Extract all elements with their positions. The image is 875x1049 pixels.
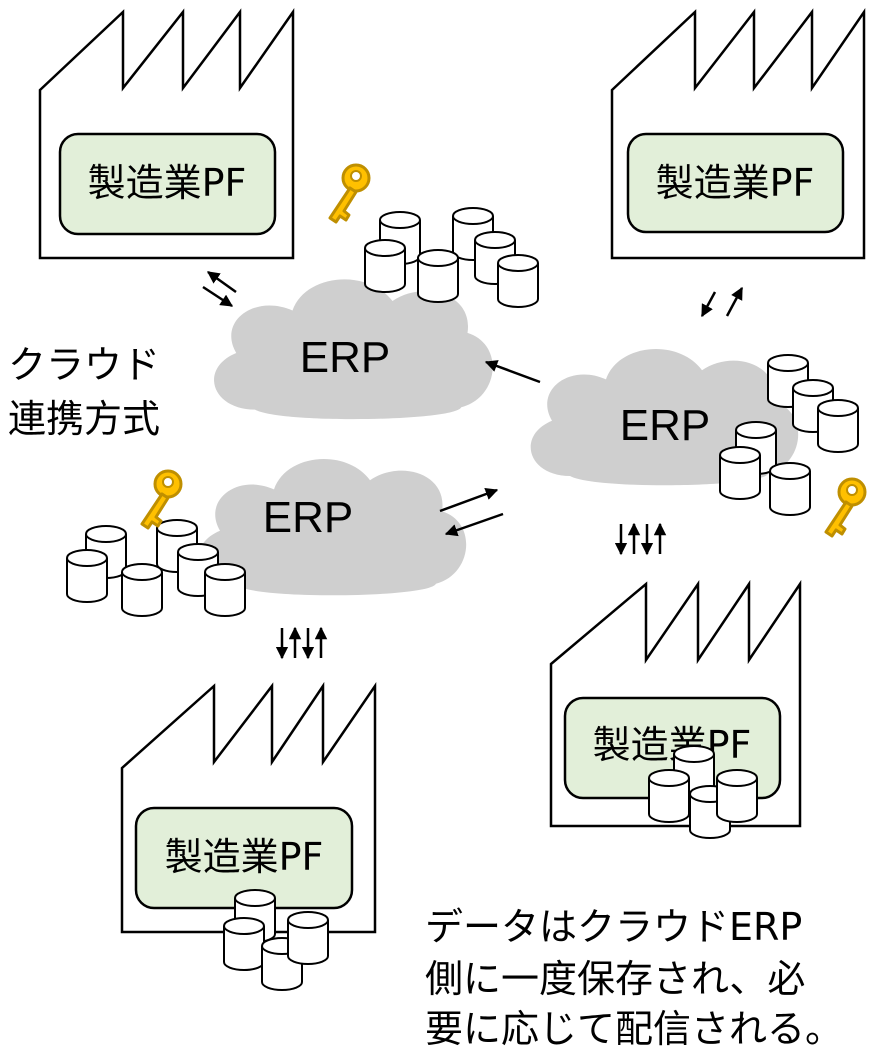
pf-label: 製造業PF <box>165 835 324 879</box>
pf-box <box>626 132 845 234</box>
factory-bottom-right: 製造業PF <box>549 579 802 839</box>
erp-label: ERP <box>300 333 390 382</box>
method-label: クラウド 連携方式 <box>8 343 160 441</box>
note-line-2: 側に一度保存され、必 <box>425 957 805 1001</box>
pf-label: 製造業PF <box>88 161 247 205</box>
pf-label: 製造業PF <box>593 723 752 767</box>
note-text: データはクラウドERP 側に一度保存され、必 要に応じて配信される。 <box>425 905 843 1049</box>
factory-top-right: 製造業PF <box>610 7 866 260</box>
note-line-1: データはクラウドERP <box>425 905 802 949</box>
method-label-line-1: クラウド <box>8 343 160 387</box>
pf-label: 製造業PF <box>656 161 815 205</box>
database-icon <box>364 207 539 308</box>
factory-bottom-left: 製造業PF <box>120 681 377 991</box>
cloud-erp-right: ERP <box>530 349 799 486</box>
key-icon <box>824 477 867 538</box>
cloud-erp-bottom-left: ERP <box>198 459 467 596</box>
pf-box <box>58 132 277 236</box>
arrow-icon <box>202 270 744 660</box>
cloud-erp-top-left: ERP <box>214 279 493 420</box>
erp-label: ERP <box>263 493 353 542</box>
factory-top-left: 製造業PF <box>38 8 295 260</box>
key-icon <box>328 163 371 224</box>
note-line-3: 要に応じて配信される。 <box>425 1007 843 1049</box>
erp-label: ERP <box>620 401 710 450</box>
method-label-line-2: 連携方式 <box>8 397 160 441</box>
